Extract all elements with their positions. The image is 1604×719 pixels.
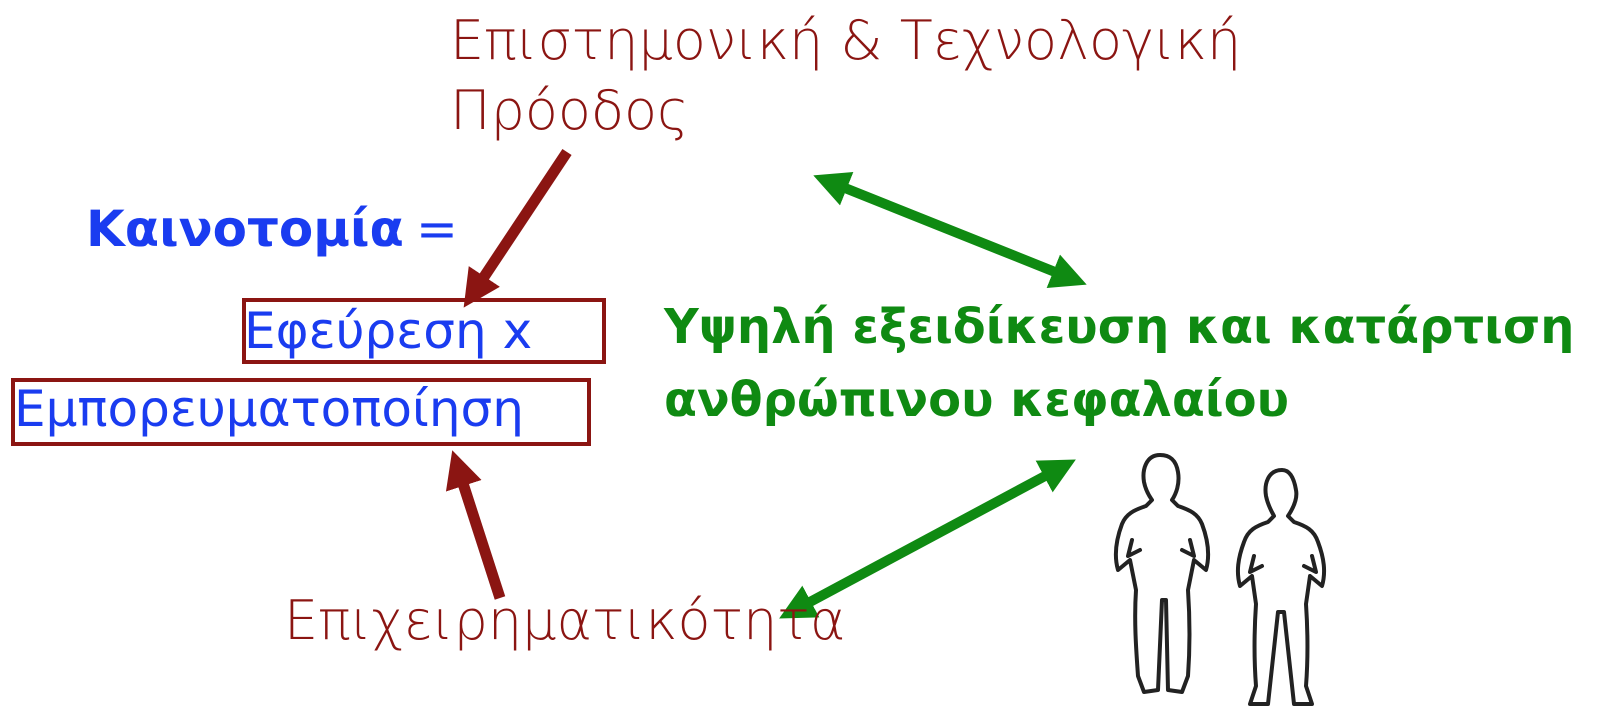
invention-box [242,298,606,364]
two-people-silhouette-icon [1113,453,1327,706]
entrepreneurship-label: Επιχειρηματικότητα [284,589,846,652]
equals-sign: = [416,200,458,258]
human-capital-label-line2: ανθρώπινου κεφαλαίου [664,372,1289,428]
man-silhouette-icon [1235,468,1327,706]
innovation-label: Καινοτομία [86,200,404,258]
arrow-human-capital-entrepreneurship [779,459,1076,619]
arrow-entrepreneurship-to-commercialization [445,450,506,600]
arrow-science-human-capital [813,171,1087,289]
arrow-science-to-invention [463,148,572,308]
science-progress-label-line1: Επιστημονική & Τεχνολογική [450,9,1242,72]
invention-label: Εφεύρεση x [244,302,533,360]
woman-silhouette-icon [1113,453,1211,694]
commercialization-box [11,378,591,446]
human-capital-label-line1: Υψηλή εξειδίκευση και κατάρτιση [664,299,1575,355]
commercialization-label: Εμπορευματοποίηση [14,380,524,438]
science-progress-label-line2: Πρόοδος [450,79,689,142]
